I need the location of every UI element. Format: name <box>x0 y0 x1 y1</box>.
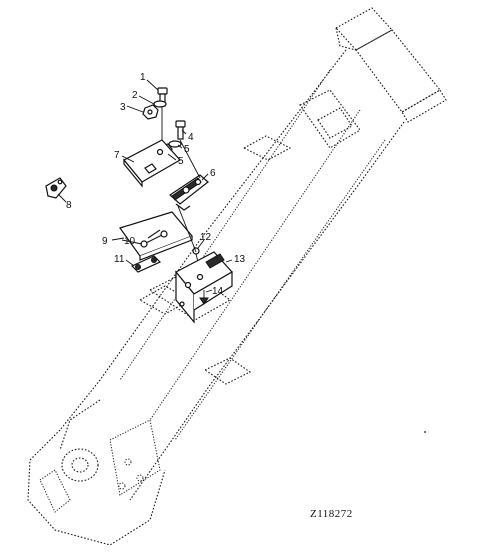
callout-5a: 5 <box>184 144 190 155</box>
callout-12: 12 <box>200 232 212 243</box>
callout-11: 11 <box>114 254 125 265</box>
link-part-11 <box>130 255 162 273</box>
callout-5b: 5 <box>178 156 184 167</box>
drawing-code: Z118272 <box>310 508 353 520</box>
spring-part-14 <box>199 290 209 305</box>
stray-dot <box>424 431 426 433</box>
callout-14: 14 <box>212 286 224 297</box>
bolt-part-4 <box>175 120 186 140</box>
nut-part-3 <box>142 104 159 120</box>
boom-frame <box>27 7 447 546</box>
callout-10: 10 <box>124 236 136 247</box>
plate-part-7 <box>123 139 181 188</box>
bracket-part-6 <box>169 174 209 211</box>
callout-9: 9 <box>102 236 108 247</box>
link-part-10 <box>140 229 168 248</box>
callout-4: 4 <box>188 132 194 143</box>
leader-lines <box>57 79 233 293</box>
linkage-plate-part-9 <box>119 211 193 261</box>
callout-1: 1 <box>140 72 146 83</box>
callout-8: 8 <box>66 200 72 211</box>
lever-part-8 <box>45 177 67 199</box>
callout-labels: 1 2 3 4 5 5 6 7 8 9 10 11 12 13 14 <box>66 72 246 297</box>
washer-part-2 <box>153 100 167 108</box>
callout-7: 7 <box>114 150 120 161</box>
callout-2: 2 <box>132 90 138 101</box>
callout-13: 13 <box>234 254 246 265</box>
callout-6: 6 <box>210 168 216 179</box>
callout-3: 3 <box>120 102 126 113</box>
bracket-part-13 <box>175 251 233 324</box>
